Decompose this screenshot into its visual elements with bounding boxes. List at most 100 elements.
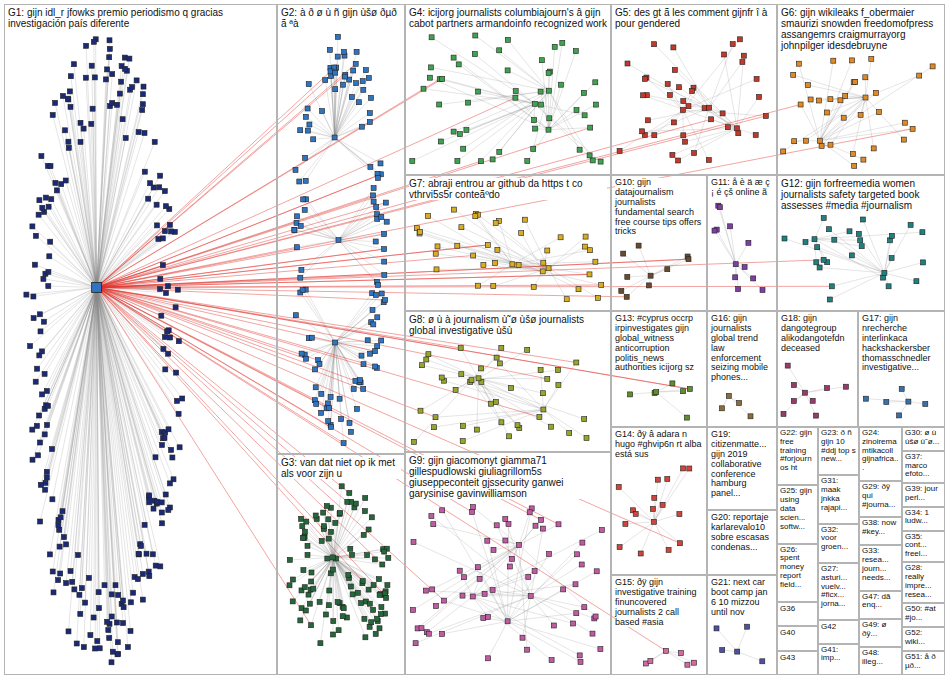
graph-edge (541, 370, 544, 409)
vertex-icon (497, 361, 502, 366)
group-label: G6: gijn wikileaks f_obermaier smaurizi … (781, 7, 941, 51)
vertex-icon (102, 583, 107, 588)
graph-edge (815, 218, 824, 239)
vertex-icon (170, 455, 175, 460)
vertex-icon (300, 535, 305, 540)
graph-edge (49, 207, 97, 288)
vertex-icon (712, 228, 717, 233)
vertex-icon (681, 99, 686, 104)
graph-edge (333, 557, 386, 591)
vertex-icon (641, 93, 646, 98)
vertex-icon (561, 587, 566, 592)
vertex-icon (158, 287, 163, 292)
vertex-icon (317, 362, 322, 367)
graph-edge (820, 93, 876, 141)
vertex-icon (560, 40, 565, 45)
vertex-icon (650, 507, 655, 512)
group-box: G41: imp... (818, 644, 859, 675)
graph-edge (643, 95, 737, 128)
graph-edge (97, 69, 125, 288)
vertex-icon (293, 167, 298, 172)
vertex-icon (571, 621, 576, 626)
vertex-icon (324, 504, 329, 509)
graph-edge (316, 516, 333, 558)
vertex-icon (313, 513, 318, 518)
vertex-icon (821, 216, 826, 221)
vertex-icon (451, 55, 456, 60)
vertex-icon (350, 592, 355, 597)
group-box: G43 (777, 651, 818, 675)
graph-edge (628, 64, 738, 129)
vertex-icon (383, 200, 388, 205)
graph-edge (32, 226, 96, 287)
vertex-icon (520, 635, 525, 640)
group-box: G8: ø ù à journalism ù˜ø ùšø journalists… (405, 311, 611, 452)
graph-edge (463, 410, 544, 427)
group-label: G37: marco efoto... (905, 453, 942, 479)
cross-group-edge (97, 245, 488, 288)
group-box: G14: ðÿ â adara n hugo #ghvip6n rt alba … (611, 427, 707, 575)
vertex-icon (66, 145, 71, 150)
vertex-icon (66, 139, 71, 144)
vertex-icon (177, 445, 182, 450)
vertex-icon (899, 386, 904, 391)
graph-edge (805, 388, 827, 393)
graph-edge (97, 287, 118, 642)
graph-edge (717, 230, 736, 265)
vertex-icon (599, 528, 604, 533)
vertex-icon (706, 158, 711, 163)
vertex-icon (573, 49, 578, 54)
graph-edge (84, 287, 97, 647)
vertex-icon (485, 615, 490, 620)
graph-edge (737, 56, 744, 129)
group-box: G19: citizenmatte... gijn 2019 collabora… (707, 427, 777, 510)
vertex-icon (303, 114, 308, 119)
graph-edge (335, 138, 381, 164)
vertex-icon (139, 544, 144, 549)
vertex-icon (863, 95, 868, 100)
vertex-icon (421, 86, 426, 91)
vertex-icon (373, 293, 378, 298)
vertex-icon (37, 198, 42, 203)
vertex-icon (491, 547, 496, 552)
vertex-icon (37, 413, 42, 418)
vertex-icon (43, 480, 48, 485)
vertex-icon (533, 523, 538, 528)
vertex-icon (376, 282, 381, 287)
vertex-icon (350, 552, 355, 557)
graph-edge (305, 138, 335, 158)
vertex-icon (860, 217, 865, 222)
vertex-icon (670, 381, 675, 386)
group-label: G12: gijn forfreemedia women journalists… (781, 178, 941, 211)
graph-edge (58, 287, 97, 580)
vertex-icon (90, 106, 95, 111)
group-label: G34: 1 ludw... (905, 509, 942, 527)
vertex-icon (338, 510, 343, 515)
vertex-icon (558, 82, 563, 87)
vertex-icon (64, 542, 69, 547)
graph-edge (333, 557, 379, 628)
group-label: G29: ðÿ qui #journa... (862, 483, 899, 509)
vertex-icon (849, 253, 854, 258)
vertex-icon (531, 284, 536, 289)
graph-edge (422, 545, 520, 628)
graph-edge (806, 98, 866, 141)
vertex-icon (426, 352, 431, 357)
graph-edge (654, 469, 689, 522)
vertex-icon (655, 477, 660, 482)
vertex-icon (30, 457, 35, 462)
vertex-icon (151, 506, 156, 511)
vertex-icon (489, 401, 494, 406)
vertex-icon (33, 233, 38, 238)
vertex-icon (625, 274, 630, 279)
graph-edge (45, 287, 97, 489)
group-box: G2: à ð ø ù ñ gijn ùšø ðµð ã ªà (277, 4, 405, 454)
graph-edge (884, 262, 923, 273)
vertex-icon (363, 635, 368, 640)
graph-edge (508, 543, 583, 622)
vertex-icon (327, 588, 332, 593)
vertex-icon (687, 466, 692, 471)
vertex-icon (863, 396, 868, 401)
graph-edge (683, 39, 740, 110)
graph-edge (627, 276, 650, 277)
